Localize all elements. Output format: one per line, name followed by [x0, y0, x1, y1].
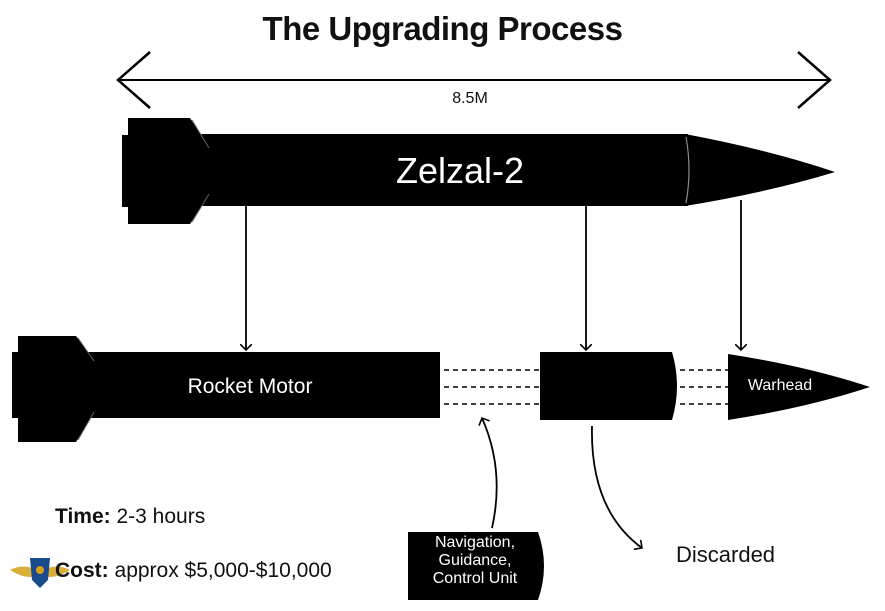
length-dimension-arrow — [116, 51, 832, 109]
dashed-connector-left — [444, 369, 540, 405]
time-label: Time: — [55, 505, 111, 528]
warhead-label: Warhead — [747, 377, 813, 394]
missile-tail-cap — [122, 135, 134, 207]
time-value: 2-3 hours — [116, 505, 206, 528]
zelzal-2-missile — [122, 118, 835, 224]
nav-unit-shape — [408, 532, 544, 600]
missile-name-label: Zelzal-2 — [395, 150, 525, 191]
warhead-shape — [728, 354, 870, 420]
cost-value: approx $5,000-$10,000 — [114, 559, 332, 582]
missile-nose-cone — [685, 134, 835, 206]
page-title: The Upgrading Process — [262, 10, 623, 47]
time-info: Time: 2-3 hours — [55, 505, 205, 529]
motor-body — [22, 352, 440, 418]
discarded-section-shape — [540, 352, 677, 420]
arrow-to-nav-unit — [482, 418, 498, 529]
arab-defense-forum-logo — [10, 558, 70, 588]
discarded-label: Discarded — [676, 542, 776, 567]
length-label: 8.5M — [452, 90, 488, 107]
cost-info: Cost: approx $5,000-$10,000 — [55, 559, 332, 583]
motor-tail-cap — [12, 352, 24, 418]
rocket-motor-label: Rocket Motor — [187, 375, 313, 398]
dashed-connector-right — [680, 369, 728, 405]
cost-label: Cost: — [55, 559, 109, 582]
nav-unit-label: Navigation, Guidance, Control Unit — [432, 534, 518, 587]
missile-fuselage — [132, 134, 688, 206]
arrow-to-discarded — [591, 425, 642, 548]
rocket-motor-shape — [12, 336, 440, 442]
